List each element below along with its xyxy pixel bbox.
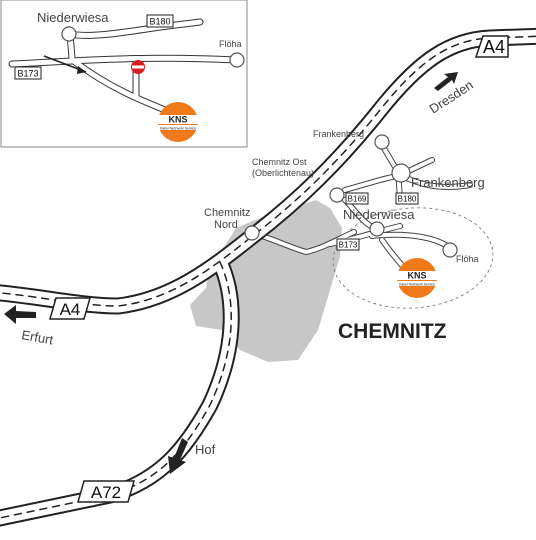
arrow-erfurt-icon xyxy=(4,305,36,324)
marker-floeha xyxy=(442,242,458,258)
svg-text:KNS: KNS xyxy=(407,271,426,281)
no-entry-sign-icon xyxy=(131,60,145,74)
label-chemnitz-ost-sub: (Oberlichtenau) xyxy=(252,168,314,178)
marker-chemnitz-nord xyxy=(244,225,260,241)
inset-sign-b173: B173 xyxy=(14,66,42,80)
label-floeha: Flöha xyxy=(456,254,479,264)
label-city-chemnitz: CHEMNITZ xyxy=(338,320,447,343)
sign-a4-east: A4 xyxy=(474,35,509,58)
kns-logo-main: KNS Kabel Netzwerk Service xyxy=(393,258,441,298)
arrow-dresden-icon xyxy=(434,72,458,91)
arrow-hof-icon xyxy=(168,438,188,474)
sign-a4-west: A4 xyxy=(49,297,91,320)
svg-text:B173: B173 xyxy=(17,69,38,79)
label-chemnitz-ost: Chemnitz Ost xyxy=(252,157,307,167)
marker-frankenberg-town xyxy=(391,163,411,183)
label-dresden: Dresden xyxy=(426,77,475,116)
service-area-outline xyxy=(332,207,494,309)
sign-b169: B169 xyxy=(345,192,369,205)
svg-text:A72: A72 xyxy=(91,483,121,502)
label-hof: Hof xyxy=(195,442,216,457)
inset-label-niederwiesa: Niederwiesa xyxy=(37,10,109,25)
marker-chemnitz-ost xyxy=(329,187,345,203)
sign-b180: B180 xyxy=(395,192,419,205)
label-chemnitz-nord-sub: Nord xyxy=(214,219,238,231)
marker-frankenberg-exit xyxy=(374,134,390,150)
label-niederwiesa: Niederwiesa xyxy=(343,207,415,222)
svg-text:B180: B180 xyxy=(398,195,417,204)
svg-text:KNS: KNS xyxy=(168,115,187,125)
svg-text:B173: B173 xyxy=(339,241,358,250)
kns-logo-inset: KNS Kabel Netzwerk Service xyxy=(154,102,202,142)
inset-label-floeha: Flöha xyxy=(219,39,242,49)
svg-text:A4: A4 xyxy=(483,37,505,57)
label-chemnitz-nord: Chemnitz xyxy=(204,207,250,219)
svg-text:B169: B169 xyxy=(348,195,367,204)
svg-text:Kabel Netzwerk Service: Kabel Netzwerk Service xyxy=(399,282,435,286)
label-erfurt: Erfurt xyxy=(20,327,54,347)
svg-text:Kabel Netzwerk Service: Kabel Netzwerk Service xyxy=(160,126,196,130)
svg-text:A4: A4 xyxy=(60,300,81,319)
label-frankenberg-exit: Frankenberg xyxy=(313,129,364,139)
inset-floeha-marker xyxy=(229,52,245,68)
sign-a72: A72 xyxy=(77,480,135,503)
marker-niederwiesa xyxy=(369,221,385,237)
inset-frame xyxy=(0,0,248,148)
inset-sign-b180: B180 xyxy=(146,14,174,28)
label-frankenberg-town: Frankenberg xyxy=(411,175,485,190)
inset-niederwiesa-marker xyxy=(61,26,77,42)
sign-b173: B173 xyxy=(336,238,360,251)
svg-text:B180: B180 xyxy=(149,17,170,27)
inset-map: B180 B173 Niederwiesa Flöha KNS Kabel Ne… xyxy=(0,0,248,148)
